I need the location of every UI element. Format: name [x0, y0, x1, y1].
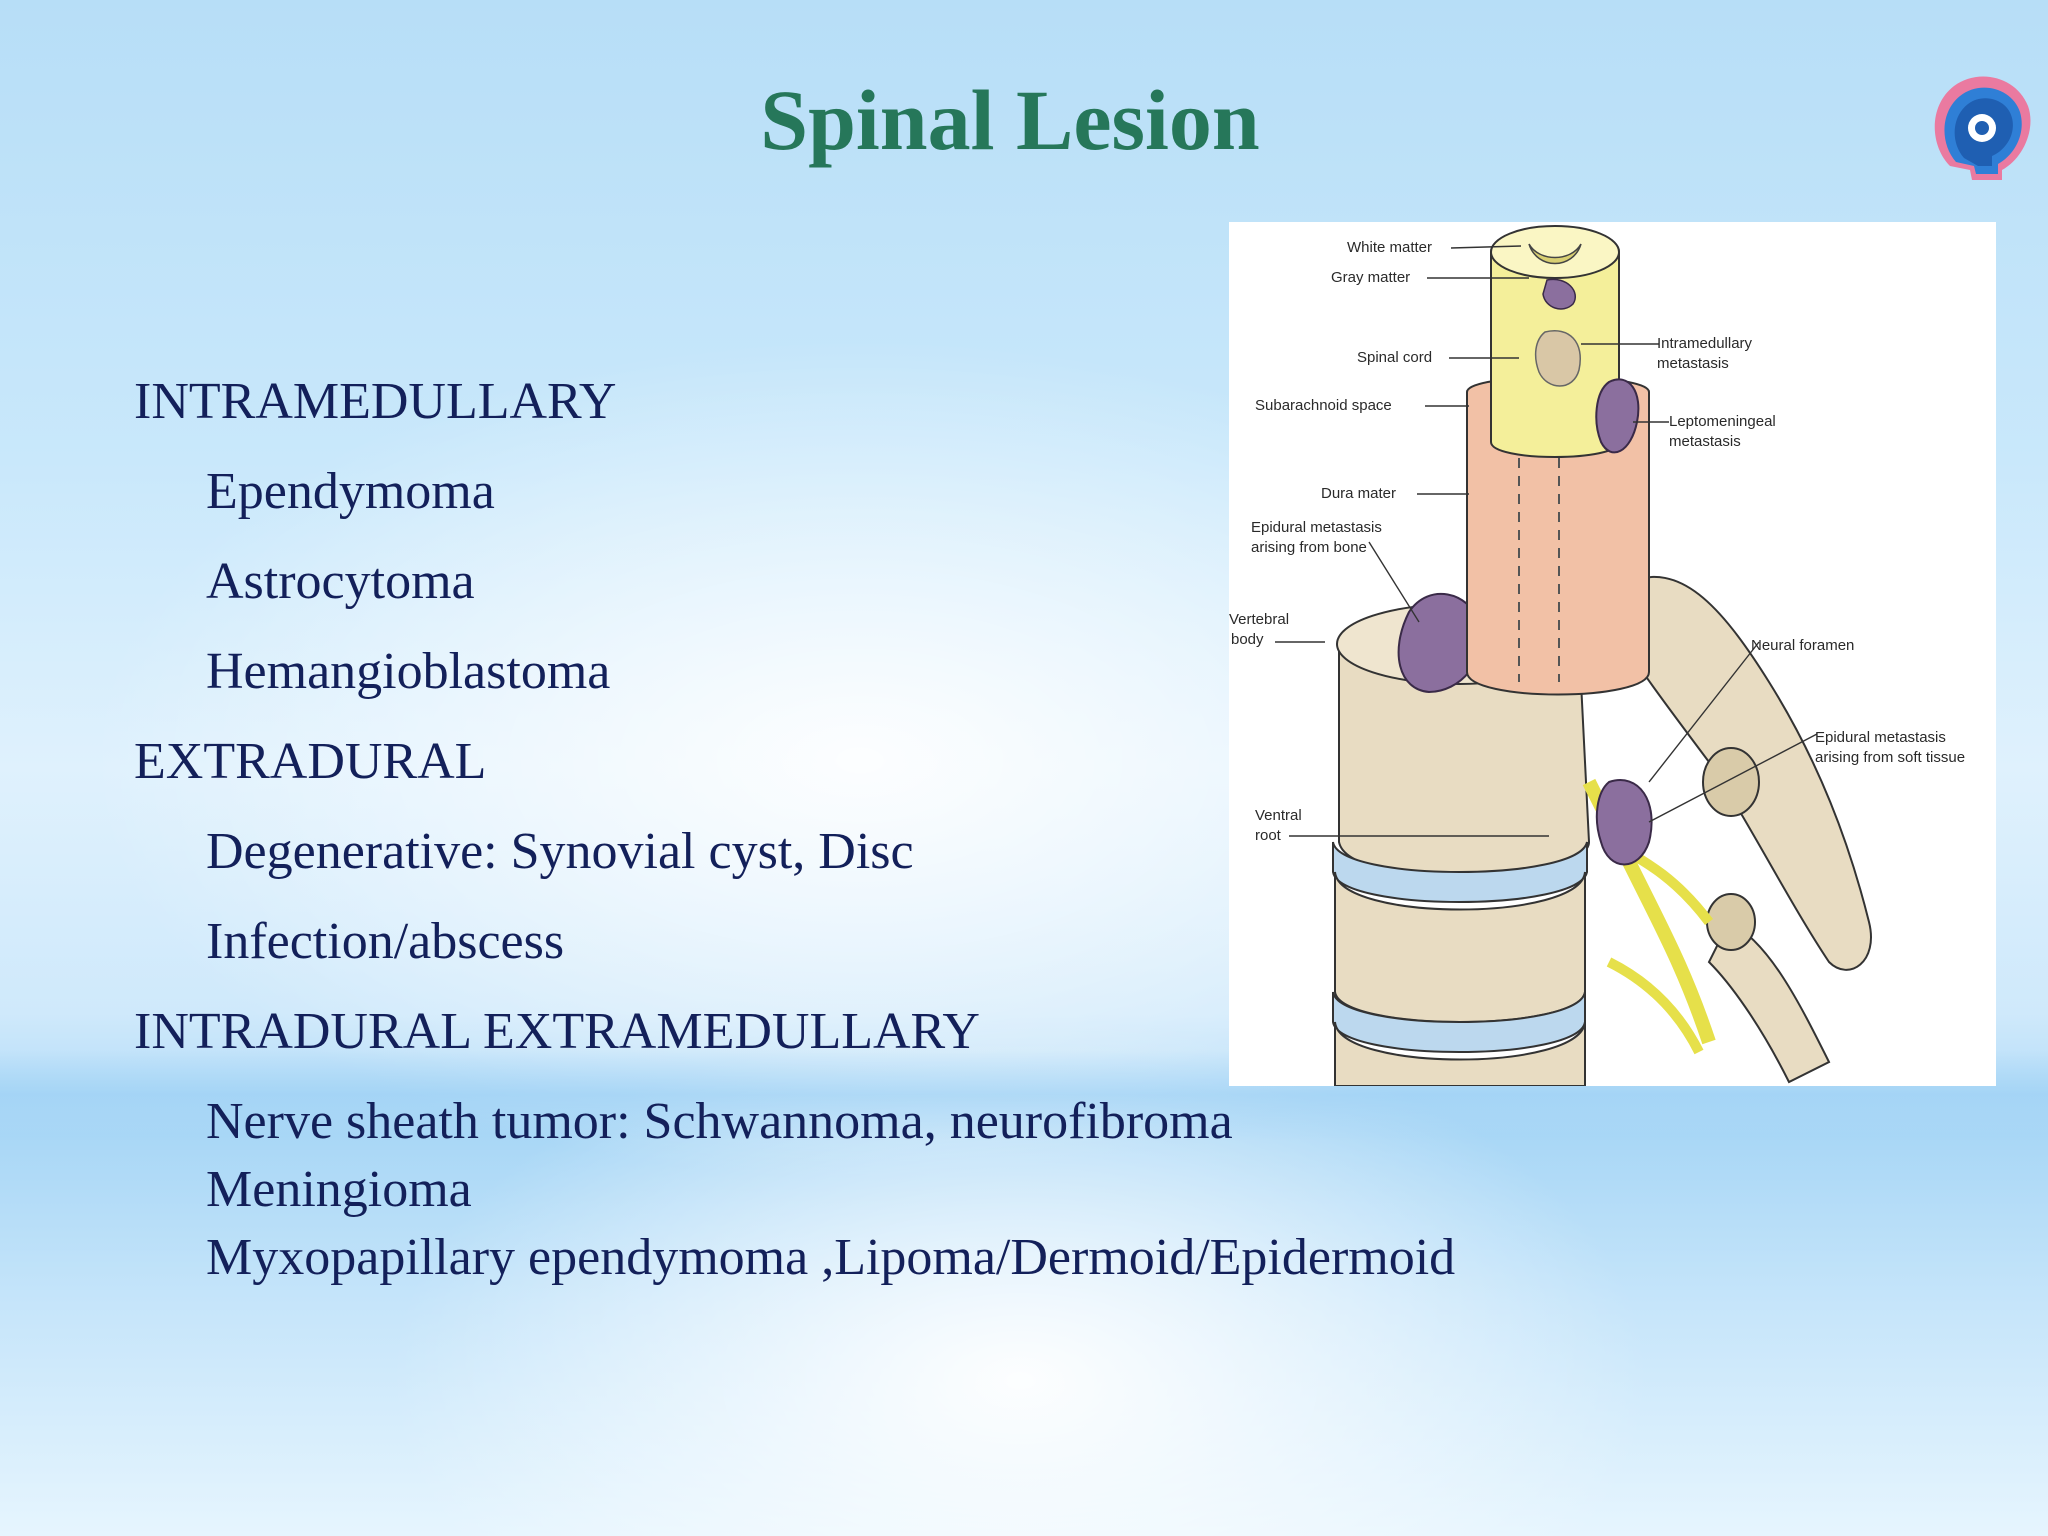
label-neural-foramen: Neural foramen — [1751, 637, 1854, 654]
slide-title: Spinal Lesion — [760, 72, 1260, 168]
list-item: Meningioma — [206, 1161, 472, 1218]
label-epidural-bone-line2: arising from bone — [1251, 539, 1367, 556]
label-epidural-soft-line2: arising from soft tissue — [1815, 749, 1965, 766]
list-item: Ependymoma — [206, 463, 495, 520]
label-epidural-soft-line1: Epidural metastasis — [1815, 729, 1946, 746]
label-intramedullary-line1: Intramedullary — [1657, 335, 1753, 352]
label-leptomeningeal-line1: Leptomeningeal — [1669, 413, 1776, 430]
label-ventral-root-line2: root — [1255, 827, 1282, 844]
label-leptomeningeal-line2: metastasis — [1669, 433, 1741, 450]
list-item: Degenerative: Synovial cyst, Disc — [206, 823, 914, 880]
label-spinal-cord: Spinal cord — [1357, 349, 1432, 366]
heading-intradural-extramedullary: INTRADURAL EXTRAMEDULLARY — [134, 1003, 980, 1060]
list-item: Myxopapillary ependymoma ,Lipoma/Dermoid… — [206, 1229, 1456, 1286]
label-gray-matter: Gray matter — [1331, 269, 1410, 286]
content-list: INTRAMEDULLARY Ependymoma Astrocytoma He… — [134, 370, 1455, 1294]
label-epidural-bone-line1: Epidural metastasis — [1251, 519, 1382, 536]
list-item: Nerve sheath tumor: Schwannoma, neurofib… — [206, 1093, 1233, 1150]
head-profile-logo-icon — [1920, 66, 2038, 182]
label-subarachnoid-space: Subarachnoid space — [1255, 397, 1392, 414]
label-intramedullary-line2: metastasis — [1657, 355, 1729, 372]
heading-intramedullary: INTRAMEDULLARY — [134, 373, 617, 430]
list-item: Hemangioblastoma — [206, 643, 611, 700]
list-item: Astrocytoma — [206, 553, 475, 610]
label-vertebral-body-line1: Vertebral — [1229, 611, 1289, 628]
list-item: Infection/abscess — [206, 913, 565, 970]
label-ventral-root-line1: Ventral — [1255, 807, 1302, 824]
spine-anatomy-figure: White matter Gray matter Spinal cord Sub… — [1229, 222, 1996, 1086]
label-vertebral-body-line2: body — [1231, 631, 1264, 648]
heading-extradural: EXTRADURAL — [134, 733, 487, 790]
label-white-matter: White matter — [1347, 239, 1432, 256]
label-dura-mater: Dura mater — [1321, 485, 1396, 502]
